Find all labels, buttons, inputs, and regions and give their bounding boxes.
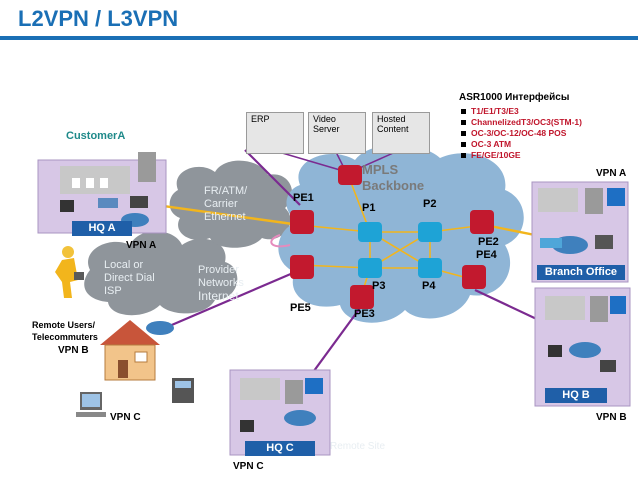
branch-office-label: Branch Office [537, 265, 625, 280]
vpn-b-remote-label: VPN B [58, 345, 89, 356]
mpls-label: MPLS [362, 162, 399, 177]
local-isp-label: Local or Direct Dial ISP [104, 259, 155, 297]
p-routers [358, 222, 442, 278]
remote-user-figure [55, 246, 84, 298]
spec-item: T1/E1/T3/E3 [461, 106, 582, 117]
p1-label: P1 [362, 202, 376, 214]
pe4-label: PE4 [476, 249, 497, 261]
pe3-label: PE3 [354, 308, 375, 320]
hq-c-label: HQ C [245, 441, 315, 456]
erp-box: ERP [246, 112, 304, 154]
spec-item: ChannelizedT3/OC3(STM-1) [461, 117, 582, 127]
hosted-content-box: Hosted Content [372, 112, 430, 154]
vpn-a-branch-label: VPN A [596, 168, 627, 179]
pe2-label: PE2 [478, 236, 499, 248]
pe1-label: PE1 [293, 192, 314, 204]
page-title: L2VPN / L3VPN [18, 6, 179, 31]
hq-c-building [229, 369, 331, 456]
carrier-cloud-label: FR/ATM/ Carrier Ethernet [204, 185, 248, 223]
erp-label: ERP [251, 114, 270, 124]
pe-routers [290, 165, 494, 309]
vpn-b-hq-label: VPN B [596, 412, 627, 423]
p3-label: P3 [372, 280, 386, 292]
hq-b-label: HQ B [545, 388, 607, 403]
internet-cloud [84, 231, 238, 316]
pe5-label: PE5 [290, 302, 311, 314]
video-server-label: Video Server [313, 114, 340, 134]
hq-b-building [534, 287, 631, 407]
carrier-cloud [169, 160, 293, 248]
spec-item: FE/GE/10GE [461, 150, 582, 161]
vpn-c-hq-label: VPN C [233, 461, 264, 472]
p4-label: P4 [422, 280, 436, 292]
backbone-label: Backbone [362, 178, 425, 193]
remote-site-label: Remote Site [330, 441, 386, 452]
home-computer [76, 392, 106, 417]
spec-item: OC-3/OC-12/OC-48 POS [461, 128, 582, 139]
hq-a-label: HQ A [72, 221, 132, 236]
internet-label: Internet [198, 289, 239, 303]
title-rule [0, 36, 638, 40]
video-server-box: Video Server [308, 112, 366, 154]
spec-heading: ASR1000 Интерфейсы [459, 92, 570, 103]
home-phone [172, 378, 194, 403]
vpn-a-hq-label: VPN A [126, 240, 157, 251]
remote-users-label: Remote Users/ Telecommuters [32, 320, 98, 342]
home-house [100, 320, 174, 381]
vpn-c-home-label: VPN C [110, 412, 141, 423]
p2-label: P2 [423, 198, 437, 210]
provider-networks-label: Provider Networks [198, 264, 244, 289]
interface-spec-list: ASR1000 Интерфейсы T1/E1/T3/E3 Channeliz… [459, 92, 582, 161]
customer-label: CustomerA [66, 130, 126, 142]
spec-item: OC-3 ATM [461, 139, 582, 150]
hosted-content-label: Hosted Content [377, 114, 409, 134]
